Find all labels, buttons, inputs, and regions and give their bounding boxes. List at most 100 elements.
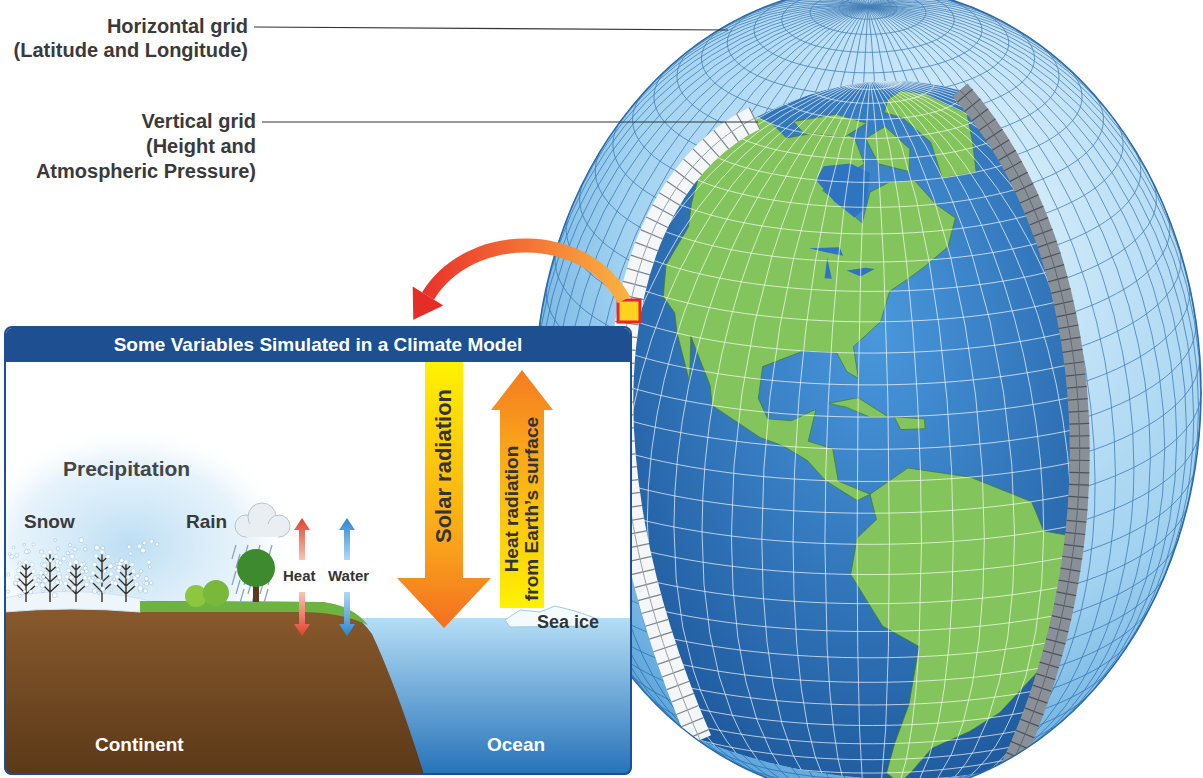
snowflake [144,581,148,585]
rain-cloud [246,524,279,537]
panel-illustration [4,326,632,775]
snowflake [150,539,154,543]
vertical-grid-cells [621,118,755,740]
snowflake [91,576,94,579]
text-line: from Earth’s surface [522,417,542,601]
leader-line [254,27,728,30]
snowflake [83,562,86,565]
snowflake [54,539,57,542]
leader-line [262,121,758,122]
land-mass [894,417,925,430]
snowflake [126,575,130,579]
snowflake [113,578,116,581]
snowflake [70,554,75,559]
text-line: Atmospheric Pressure) [0,159,256,184]
grid-label: Vertical grid (Height and Atmospheric Pr… [0,109,256,184]
snow-on-branch [48,550,52,554]
snowflake [15,553,19,557]
snowflake [141,548,146,553]
snowflake [44,571,47,574]
snowflake [117,565,121,569]
snow-on-branch [106,554,110,558]
snowflake [17,581,22,586]
snowflake [149,581,153,585]
snow-on-branch [92,562,96,566]
snowflake [32,543,35,546]
snow-on-branch [109,572,113,576]
rain-streak [240,589,244,603]
snowflake [55,580,59,584]
snowflake [37,579,40,582]
vertical-grid-layer [621,118,755,740]
snowflake [6,590,9,593]
snowflake [8,553,11,556]
grid-label: Horizontal grid (Latitude and Longitude) [0,14,248,62]
snowflake [57,575,62,580]
rain-streak [236,580,240,594]
snowflake [138,586,143,591]
snowflake [42,588,45,591]
snow-on-branch [94,554,98,558]
snowflake [29,590,33,594]
snowflake [62,556,67,561]
snow-on-branch [18,562,22,566]
snowflake [40,583,45,588]
snowflake [119,558,123,562]
snowflake [135,574,139,578]
snowflake [38,579,42,583]
snowflake [36,575,39,578]
snow-on-branch [31,569,35,573]
text-line: Vertical grid [0,109,256,134]
snowflake [144,576,148,580]
snowflake [12,546,15,549]
snowflake [10,555,14,559]
variable-label: Snow [24,510,75,533]
snowflake [110,589,113,592]
surface-label: Sea ice [537,611,599,633]
rain-streak [264,589,268,603]
snowflake [103,569,107,573]
snow-on-branch [113,581,117,585]
snowflake [73,547,77,551]
snowflake [56,568,60,572]
snowflake [95,545,100,550]
snowflake [147,560,151,564]
snow-on-branch [39,571,43,575]
surface-label: Continent [95,733,184,756]
snowflake [79,538,84,543]
vertical-grid-layer [960,90,1080,768]
snow-on-branch [74,560,78,564]
lake [809,247,843,256]
snowflake [92,589,97,594]
snowflake [137,544,142,549]
land-mass [866,127,910,172]
snowflake [97,591,100,594]
snowflake [127,545,131,549]
bush [203,580,229,606]
panel-title: Some Variables Simulated in a Climate Mo… [114,334,523,356]
bare-tree [16,562,37,602]
snow-on-branch [91,571,95,575]
rain-streak [232,545,236,559]
snowflake [101,546,105,550]
snow-on-branch [89,579,93,583]
snowflake [42,563,47,568]
variable-label: Precipitation [63,456,190,481]
snow-on-branch [134,582,138,586]
snow-on-branch [124,560,128,564]
snow-on-branch [84,582,88,586]
snowflake [68,544,71,547]
snow-on-branch [66,568,70,572]
snow-on-branch [131,569,135,573]
snowflake [42,575,46,579]
text-line: Heat radiation [502,417,522,601]
snowflake [49,559,53,563]
snowflake [80,569,84,573]
water-flux-arrow [339,518,355,560]
snowflake [83,547,87,551]
snow-on-branch [30,562,34,566]
heat-radiation-arrow: Heat radiation from Earth’s surface [490,370,554,608]
snow-on-branch [15,575,19,579]
rain-streak [232,571,236,585]
continent-ground [4,594,425,775]
